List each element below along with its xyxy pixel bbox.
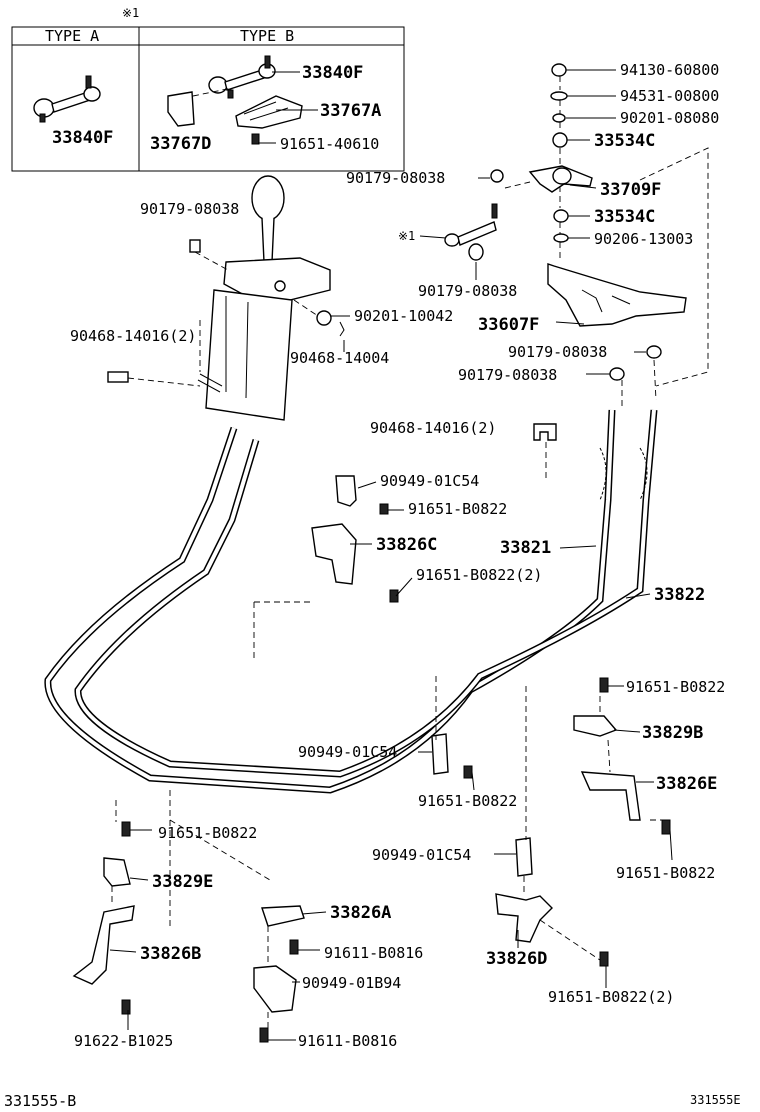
control-cables <box>44 409 658 794</box>
label-90179-08038-a: 90179-08038 <box>346 169 445 187</box>
label-33829E: 33829E <box>152 872 213 892</box>
lower-brackets <box>72 475 671 1043</box>
label-90206-13003: 90206-13003 <box>594 230 693 248</box>
note-mark: ※1 <box>122 6 139 20</box>
label-33821: 33821 <box>500 538 551 558</box>
upper-right-linkage <box>444 63 709 410</box>
type-b-header: TYPE B <box>240 27 294 45</box>
label-33826A: 33826A <box>330 903 391 923</box>
label-33826D: 33826D <box>486 949 547 969</box>
label-33829B: 33829B <box>642 723 703 743</box>
label-90949-01C54-b: 90949-01C54 <box>298 743 397 761</box>
label-33840F-type-a: 33840F <box>52 128 113 148</box>
label-33534C-top: 33534C <box>594 131 655 151</box>
label-33826C: 33826C <box>376 535 437 555</box>
label-94130-60800: 94130-60800 <box>620 61 719 79</box>
label-90201-10042: 90201-10042 <box>354 307 453 325</box>
label-91651-B0822-e: 91651-B0822 <box>616 864 715 882</box>
shift-lever-assembly <box>107 175 345 421</box>
footer-left-code: 331555-B <box>4 1092 76 1110</box>
label-91651-B0822-2-a: 91651-B0822(2) <box>416 566 542 584</box>
label-91651-B0822-a: 91651-B0822 <box>408 500 507 518</box>
label-91622-B1025: 91622-B1025 <box>74 1032 173 1050</box>
label-33840F-type-b: 33840F <box>302 63 363 83</box>
label-90179-08038-c: 90179-08038 <box>418 282 517 300</box>
label-33826B: 33826B <box>140 944 201 964</box>
label-90201-08080: 90201-08080 <box>620 109 719 127</box>
label-90949-01C54-a: 90949-01C54 <box>380 472 479 490</box>
label-90179-08038-b: 90179-08038 <box>140 200 239 218</box>
label-33709F: 33709F <box>600 180 661 200</box>
type-inset-box: ※1 TYPE A TYPE B <box>11 6 405 172</box>
label-90949-01C54-c: 90949-01C54 <box>372 846 471 864</box>
label-90179-08038-e: 90179-08038 <box>458 366 557 384</box>
label-90179-08038-d: 90179-08038 <box>508 343 607 361</box>
part-labels: 33840F 33840F 33767A 33767D 91651-40610 … <box>52 61 725 1050</box>
label-33767A: 33767A <box>320 101 381 121</box>
label-91651-B0822-2-b: 91651-B0822(2) <box>548 988 674 1006</box>
label-note-1: ※1 <box>398 229 415 243</box>
label-33607F: 33607F <box>478 315 539 335</box>
label-33534C-bottom: 33534C <box>594 207 655 227</box>
label-91611-B0816-b: 91611-B0816 <box>298 1032 397 1050</box>
clip-90468 <box>533 423 557 441</box>
label-90949-01B94: 90949-01B94 <box>302 974 401 992</box>
footer-right-code: 331555E <box>690 1093 741 1107</box>
type-b-link-drawing <box>167 55 303 145</box>
label-91611-B0816-a: 91611-B0816 <box>324 944 423 962</box>
label-91651-B0822-b: 91651-B0822 <box>626 678 725 696</box>
label-90468-14004: 90468-14004 <box>290 349 389 367</box>
label-33826E: 33826E <box>656 774 717 794</box>
label-91651-40610: 91651-40610 <box>280 135 379 153</box>
label-90468-14016-2-b: 90468-14016(2) <box>370 419 496 437</box>
label-33767D: 33767D <box>150 134 211 154</box>
label-33822: 33822 <box>654 585 705 605</box>
label-91651-B0822-d: 91651-B0822 <box>158 824 257 842</box>
leader-lines <box>109 69 673 1041</box>
label-94531-00800: 94531-00800 <box>620 87 719 105</box>
type-a-header: TYPE A <box>45 27 99 45</box>
label-91651-B0822-c: 91651-B0822 <box>418 792 517 810</box>
label-90468-14016-2-a: 90468-14016(2) <box>70 327 196 345</box>
type-a-link-drawing <box>33 75 101 123</box>
